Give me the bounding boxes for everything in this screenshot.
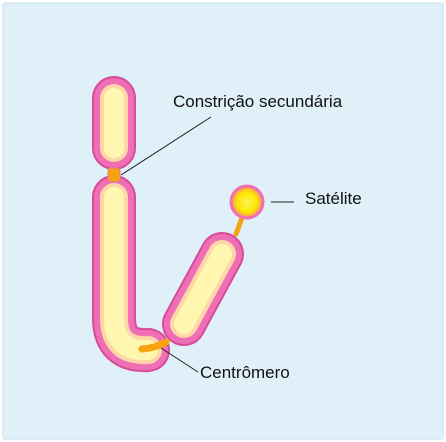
secondary-constriction <box>108 168 120 182</box>
centromere-label: Centrômero <box>200 363 290 382</box>
satellite-label: Satélite <box>305 189 362 208</box>
secondary-constriction-label: Constrição secundária <box>173 92 343 111</box>
satellite <box>231 186 263 218</box>
